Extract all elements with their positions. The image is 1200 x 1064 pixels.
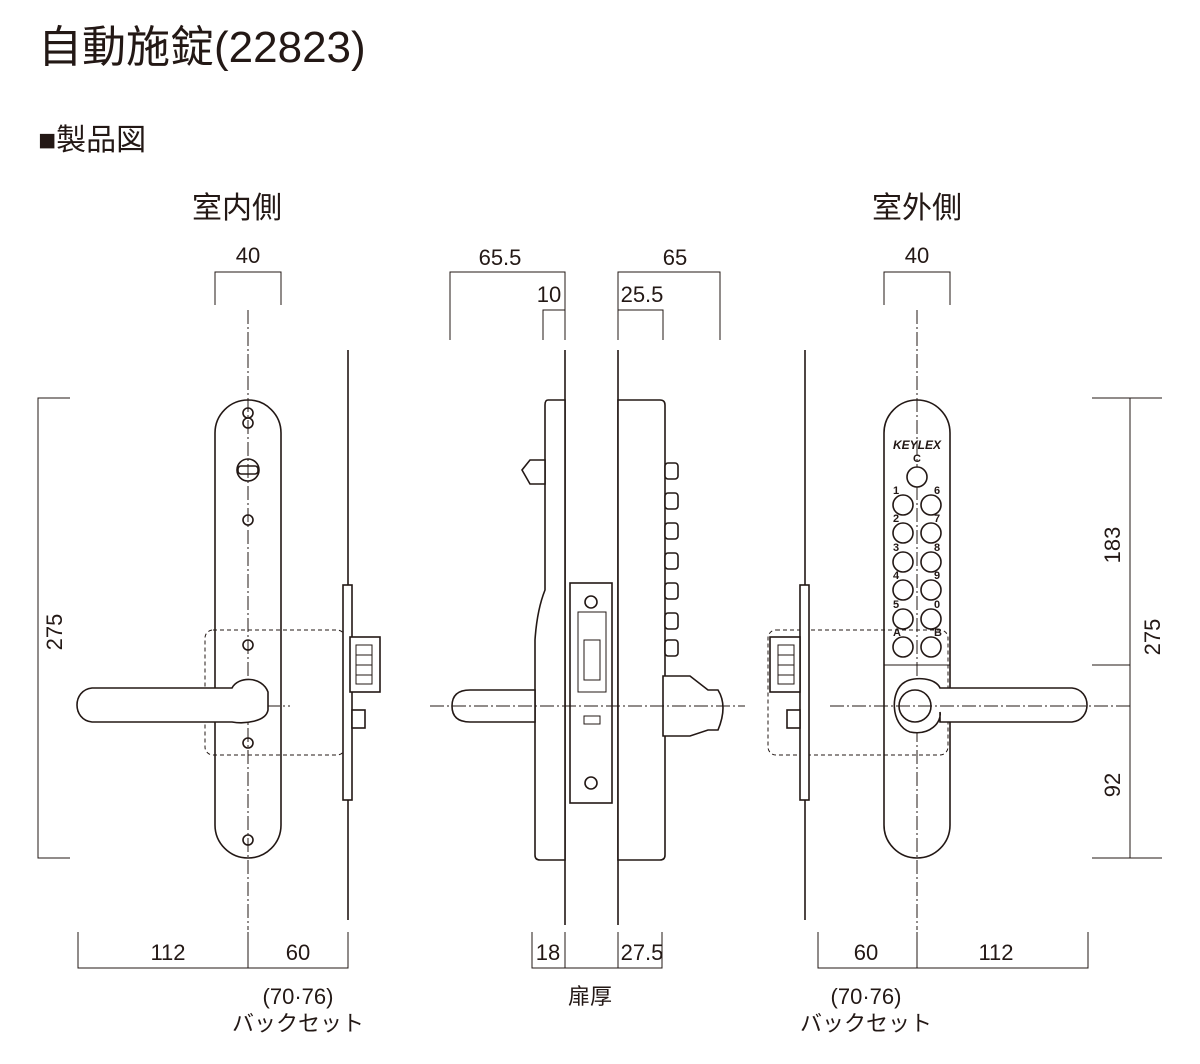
- outdoor-backset-label: バックセット: [800, 1011, 932, 1036]
- key-label: B: [934, 627, 942, 639]
- keypad-button-c[interactable]: [906, 466, 928, 488]
- outdoor-right-dim: 112: [978, 940, 1013, 965]
- side-top-right-inner-dim: 25.5: [621, 282, 664, 307]
- page-title: 自動施錠(22823): [38, 23, 366, 72]
- faceplate-outdoor: [799, 584, 810, 801]
- outdoor-lower-dim: 92: [1100, 773, 1125, 797]
- key-label: 9: [934, 570, 940, 582]
- key-label: 6: [934, 485, 940, 497]
- lock-case: [569, 582, 613, 804]
- indoor-right-dim: 60: [286, 940, 310, 965]
- key-label: 2: [893, 513, 899, 525]
- side-bottom-left-dim: 18: [536, 940, 560, 965]
- key-label: 0: [934, 599, 940, 611]
- indoor-backset-label: バックセット: [232, 1011, 364, 1036]
- side-top-right-dim: 65: [663, 245, 687, 270]
- keypad-button[interactable]: [920, 551, 942, 573]
- indoor-body-side: [534, 399, 566, 861]
- thumbturn-side: [521, 459, 546, 485]
- keypad-button[interactable]: [920, 636, 942, 658]
- keypad-button[interactable]: [920, 608, 942, 630]
- door-thickness-label: 扉厚: [568, 984, 612, 1009]
- outdoor-view: 40 183 92 275 KEYLEX C 1 6 2 7 3 8 4 9 5 0 A B: [767, 243, 1165, 1036]
- keypad-button[interactable]: [892, 494, 914, 516]
- key-label: 5: [893, 599, 899, 611]
- keypad-button[interactable]: [892, 579, 914, 601]
- key-label: 8: [934, 542, 940, 554]
- outdoor-body-side: [617, 399, 666, 861]
- keypad-button[interactable]: [920, 579, 942, 601]
- outdoor-upper-dim: 183: [1100, 527, 1125, 564]
- outdoor-left-dim: 60: [854, 940, 878, 965]
- keypad-button[interactable]: [892, 608, 914, 630]
- keypad: 1 6 2 7 3 8 4 9 5 0 A B: [892, 485, 942, 658]
- section-heading: ■製品図: [38, 124, 146, 157]
- keypad-button[interactable]: [920, 522, 942, 544]
- keylex-logo: KEYLEX: [893, 438, 942, 452]
- indoor-height-dim: 275: [42, 614, 67, 651]
- outdoor-backset-range: (70·76): [831, 984, 902, 1009]
- keypad-button[interactable]: [892, 551, 914, 573]
- indoor-left-dim: 112: [150, 940, 185, 965]
- key-label: A: [893, 627, 901, 639]
- indoor-backset-range: (70·76): [263, 984, 334, 1009]
- thumbturn-icon: [236, 458, 260, 482]
- key-label: 4: [893, 570, 900, 582]
- keypad-button[interactable]: [892, 636, 914, 658]
- outdoor-width-dim: 40: [905, 243, 929, 268]
- outdoor-knob-side: [662, 675, 724, 737]
- side-top-left-dim: 65.5: [479, 245, 522, 270]
- side-bottom-right-dim: 27.5: [621, 940, 664, 965]
- key-label-c: C: [913, 453, 921, 465]
- outdoor-view-label: 室外側: [872, 192, 962, 225]
- key-label: 1: [893, 485, 899, 497]
- screw-icons: [242, 407, 254, 846]
- outdoor-height-dim: 275: [1140, 619, 1165, 656]
- keypad-button[interactable]: [892, 522, 914, 544]
- indoor-lever: [76, 678, 269, 724]
- side-view: 65.5 10 65 25.5 18 27.5 扉厚: [430, 245, 745, 1009]
- side-top-left-inner-dim: 10: [537, 282, 561, 307]
- keypad-buttons-side: [664, 462, 679, 657]
- indoor-view: 40 275 112 60 (70·76) バックセット: [37, 243, 381, 1036]
- indoor-view-label: 室内側: [192, 192, 282, 225]
- key-label: 7: [934, 513, 940, 525]
- keypad-button[interactable]: [920, 494, 942, 516]
- indoor-width-dim: 40: [236, 243, 260, 268]
- key-label: 3: [893, 542, 899, 554]
